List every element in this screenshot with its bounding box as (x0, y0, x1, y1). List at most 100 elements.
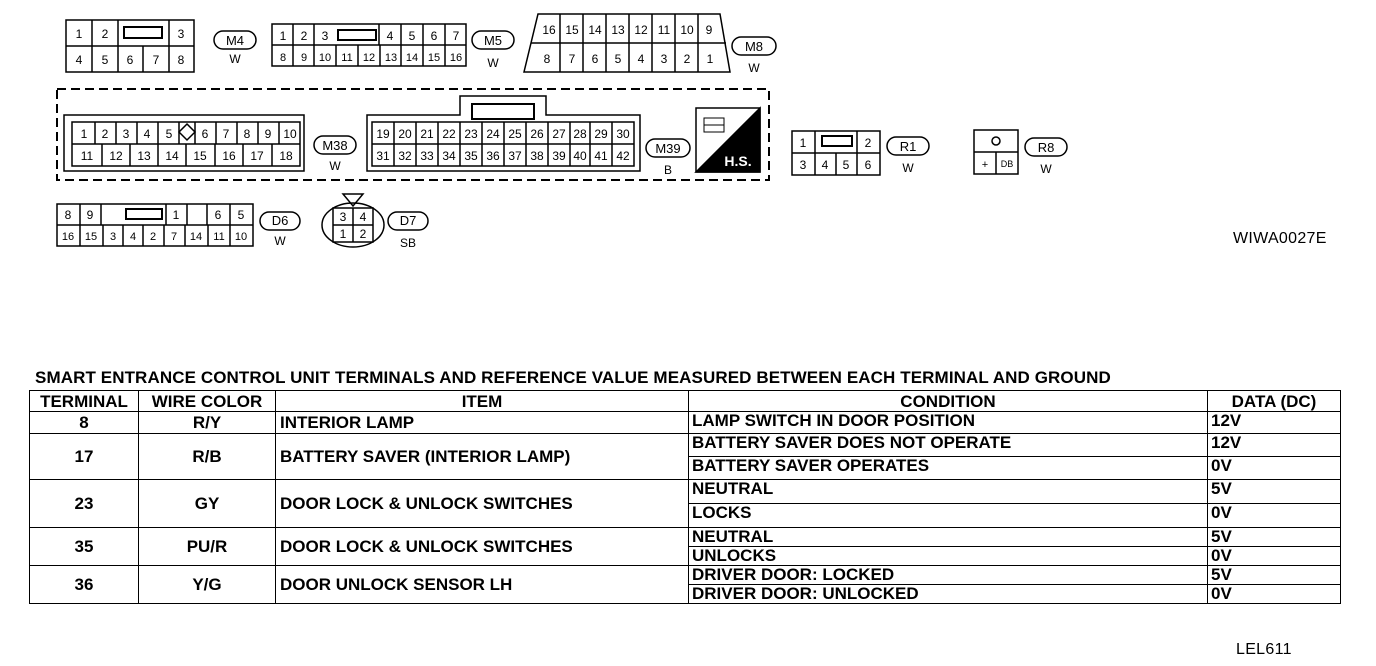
connector-id: R8 (1038, 140, 1055, 155)
pin-label: 22 (442, 127, 456, 141)
wire-color: W (902, 161, 914, 175)
condition-cell: BATTERY SAVER DOES NOT OPERATE (688, 433, 1208, 457)
table-row: 8 R/Y INTERIOR LAMP LAMP SWITCH IN DOOR … (29, 411, 1341, 434)
pin-label: 16 (62, 231, 74, 243)
header-data: DATA (DC) (1207, 390, 1341, 412)
pin-label: 5 (166, 127, 173, 141)
pin-label: 2 (102, 127, 109, 141)
pin-label: 9 (87, 208, 94, 222)
pin-label: 9 (301, 52, 307, 64)
header-item: ITEM (275, 390, 689, 412)
pin-label: 5 (102, 53, 109, 67)
data-cell: 5V (1207, 565, 1341, 585)
pin-label: 3 (322, 29, 329, 43)
pin-label: 15 (193, 149, 207, 163)
pin-label: 17 (250, 149, 264, 163)
wire-color: W (748, 61, 760, 75)
connector-m5 (271, 23, 467, 67)
pin-label: 16 (450, 52, 462, 64)
pin-label: 11 (658, 23, 671, 37)
connector-id: M39 (655, 141, 680, 156)
pin-label: 31 (376, 149, 390, 163)
pin-label: 2 (360, 227, 367, 241)
pin-label: 3 (110, 231, 116, 243)
pin-label: 4 (387, 29, 394, 43)
pin-label: 9 (706, 23, 713, 37)
pin-label: 6 (202, 127, 209, 141)
wire-color: SB (400, 236, 416, 250)
pin-label: 1 (340, 227, 347, 241)
pin-label: 8 (244, 127, 251, 141)
connector-id: R1 (900, 139, 917, 154)
condition-cell: DRIVER DOOR: LOCKED (688, 565, 1208, 585)
pin-label: 23 (464, 127, 478, 141)
pin-label: 7 (223, 127, 230, 141)
pin-label: 14 (190, 231, 202, 243)
connector-d6 (56, 203, 254, 247)
wire-color: W (1040, 162, 1052, 176)
pin-label: 7 (569, 52, 576, 66)
pin-label: 20 (398, 127, 412, 141)
table-row: 36 Y/G DOOR UNLOCK SENSOR LH DRIVER DOOR… (29, 565, 1341, 604)
pin-label: 36 (486, 149, 500, 163)
condition-cell: BATTERY SAVER OPERATES (688, 456, 1208, 480)
pin-label: 15 (428, 52, 440, 64)
hs-symbol (694, 106, 761, 173)
pin-label: 16 (542, 23, 556, 37)
item-cell: DOOR LOCK & UNLOCK SWITCHES (275, 479, 689, 528)
pin-label: 3 (123, 127, 130, 141)
pin-label: 33 (420, 149, 434, 163)
pin-label: 13 (611, 23, 625, 37)
pin-label: 3 (800, 158, 807, 172)
connector-id: D6 (272, 213, 289, 228)
pin-label: 4 (76, 53, 83, 67)
header-condition: CONDITION (688, 390, 1208, 412)
pin-label: 12 (634, 23, 648, 37)
pin-label: 15 (85, 231, 97, 243)
pin-label: 4 (822, 158, 829, 172)
pin-label: 6 (592, 52, 599, 66)
connector-d7 (321, 193, 385, 248)
pin-label: 6 (127, 53, 134, 67)
terminal-cell: 35 (29, 527, 139, 566)
table-header-row: TERMINAL WIRE COLOR ITEM CONDITION DATA … (29, 390, 1341, 412)
pin-label: 3 (340, 210, 347, 224)
pin-label: 38 (530, 149, 544, 163)
pin-label: 1 (280, 29, 287, 43)
pin-label: 11 (341, 52, 352, 64)
connector-diagram: 1 2 3 4 5 6 7 8 M4 W 1 2 3 4 5 6 7 8 9 1… (56, 13, 1068, 250)
wire-color: W (229, 52, 241, 66)
pin-label: 2 (102, 27, 109, 41)
pin-label: 27 (552, 127, 566, 141)
condition-cell: NEUTRAL (688, 479, 1208, 504)
data-cell: 0V (1207, 546, 1341, 566)
table-row: 35 PU/R DOOR LOCK & UNLOCK SWITCHES NEUT… (29, 527, 1341, 566)
pin-label: 11 (81, 149, 94, 163)
pin-label: 13 (385, 52, 397, 64)
condition-cell: LOCKS (688, 503, 1208, 528)
pin-label: 41 (594, 149, 608, 163)
pin-label: 10 (319, 52, 331, 64)
terminal-cell: 17 (29, 433, 139, 480)
pin-label: 3 (178, 27, 185, 41)
pin-label: 26 (530, 127, 544, 141)
data-cell: 0V (1207, 503, 1341, 528)
connector-id: M5 (484, 33, 502, 48)
pin-label: 10 (235, 231, 247, 243)
pin-label: 1 (76, 27, 83, 41)
wire-color-cell: GY (138, 479, 276, 528)
data-cell: 12V (1207, 411, 1341, 434)
pin-label: 10 (680, 23, 694, 37)
connector-label-d6 (259, 211, 301, 231)
wire-color: W (487, 56, 499, 70)
pin-label: 1 (800, 136, 807, 150)
pin-label: 10 (283, 127, 297, 141)
pin-label: DB (1001, 159, 1014, 169)
pin-label: 21 (420, 127, 434, 141)
item-cell: DOOR UNLOCK SENSOR LH (275, 565, 689, 604)
pin-label: 12 (363, 52, 375, 64)
pin-label: 34 (442, 149, 456, 163)
pin-label: 11 (213, 231, 224, 243)
table-row: 17 R/B BATTERY SAVER (INTERIOR LAMP) BAT… (29, 433, 1341, 480)
item-cell: BATTERY SAVER (INTERIOR LAMP) (275, 433, 689, 480)
